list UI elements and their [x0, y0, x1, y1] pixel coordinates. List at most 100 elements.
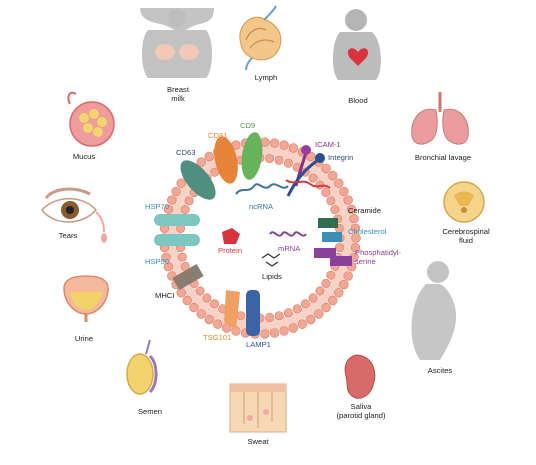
outer-lipid-head: [163, 204, 174, 215]
inner-lipid-head: [274, 155, 284, 165]
inner-lipid-head: [308, 173, 318, 183]
inner-lipid-head: [236, 311, 246, 321]
label-lymph: Lymph: [254, 73, 278, 82]
outer-lipid-head: [351, 233, 361, 243]
inner-lipid-head: [265, 154, 275, 164]
outer-lipid-head: [189, 302, 199, 313]
outer-lipid-head: [321, 163, 331, 174]
lipids-molecule: [261, 253, 281, 267]
label-sweat: Sweat: [247, 437, 269, 446]
label-mucus: Mucus: [72, 152, 96, 161]
label-bronchial-lavage: Bronchial lavage: [414, 153, 472, 162]
label-mhci: MHCI: [155, 291, 175, 300]
bladder-icon: [63, 275, 109, 322]
mhci-protein: [172, 263, 204, 291]
outer-lipid-head: [279, 326, 289, 336]
outer-lipid-head: [350, 223, 361, 234]
inner-lipid-head: [195, 286, 205, 296]
inner-lipid-head: [300, 299, 310, 309]
inner-lipid-head: [315, 286, 325, 296]
testis-icon: [126, 339, 158, 395]
outer-lipid-head: [204, 151, 214, 162]
outer-lipid-head: [269, 138, 280, 148]
cd63-protein: [180, 160, 216, 200]
label-mrna: mRNA: [278, 244, 301, 253]
lymph-node-icon: [239, 5, 282, 71]
outer-lipid-head: [163, 262, 174, 272]
outer-lipid-head: [306, 314, 316, 325]
outer-lipid-head: [288, 143, 298, 153]
cd81-protein: [214, 136, 238, 184]
outer-lipid-head: [339, 186, 349, 197]
label-phosphatidylserine: Phosphatidyl-serine: [355, 248, 402, 266]
label-cd63: CD63: [176, 148, 196, 157]
inner-lipid-head: [265, 312, 275, 322]
outer-lipid-head: [204, 314, 214, 325]
inner-lipid-head: [283, 308, 293, 318]
outer-lipid-head: [314, 309, 324, 319]
outer-lipid-head: [343, 271, 353, 281]
outer-lipid-head: [297, 319, 307, 329]
label-cd81: CD81: [208, 131, 228, 140]
label-saliva: Saliva(parotid gland): [336, 402, 386, 420]
outer-lipid-head: [213, 319, 223, 329]
inner-lipid-head: [326, 270, 336, 280]
outer-lipid-head: [328, 170, 338, 181]
outer-lipid-head: [171, 186, 181, 197]
label-protein: Protein: [218, 246, 243, 255]
label-urine: Urine: [74, 334, 94, 343]
outer-lipid-head: [161, 252, 171, 262]
extracellular-vesicle: [154, 132, 361, 339]
heart-torso-icon: [332, 9, 381, 80]
label-ascites: Ascites: [427, 366, 453, 375]
outer-lipid-head: [279, 140, 289, 150]
outer-lipid-head: [349, 214, 359, 224]
outer-lipid-head: [334, 288, 344, 298]
outer-lipid-head: [260, 329, 270, 339]
protein-molecule: [222, 228, 240, 244]
outer-lipid-head: [196, 309, 206, 319]
label-tsg101: TSG101: [203, 333, 232, 342]
inner-lipid-head: [321, 188, 331, 198]
outer-lipid-head: [176, 288, 186, 298]
label-semen: Semen: [137, 407, 163, 416]
female-torso-breast-icon: [140, 8, 214, 78]
skin-section-icon: [229, 383, 287, 433]
inner-lipid-head: [321, 278, 331, 288]
hsp70-protein: [154, 214, 200, 226]
outer-lipid-head: [306, 151, 316, 162]
label-cholesterol: Cholesterol: [348, 227, 387, 236]
spinal-cord-icon: [443, 181, 485, 223]
outer-lipid-head: [288, 323, 298, 333]
label-lamp1: LAMP1: [246, 340, 271, 349]
label-hsp70: HSP70: [145, 202, 170, 211]
inner-lipid-head: [184, 196, 194, 206]
inner-lipid-head: [274, 311, 284, 321]
inner-lipid-head: [334, 243, 344, 253]
outer-lipid-head: [350, 243, 361, 253]
inner-lipid-head: [210, 299, 220, 309]
inner-lipid-head: [180, 205, 190, 215]
label-cd9: CD9: [240, 121, 256, 130]
tsg101-protein: [224, 290, 240, 330]
lungs-icon: [411, 92, 469, 145]
integrin-protein: [286, 158, 319, 197]
label-ceramide: Ceramide: [348, 206, 381, 215]
label-tears: Tears: [58, 231, 78, 240]
inner-lipid-head: [177, 252, 187, 262]
outer-lipid-head: [269, 328, 280, 338]
outer-lipid-head: [334, 178, 344, 188]
mucus-gland-icon: [67, 91, 115, 147]
salivary-gland-icon: [344, 354, 376, 399]
inner-lipid-head: [308, 293, 318, 303]
lamp1-protein: [246, 290, 260, 336]
ncrna-molecule: [235, 183, 289, 195]
outer-lipid-head: [328, 295, 338, 306]
label-lipids: Lipids: [262, 272, 282, 281]
hsp90-protein: [154, 234, 200, 246]
mrna-molecule: [269, 231, 307, 237]
outer-lipid-head: [167, 195, 177, 205]
label-ncrna: ncRNA: [249, 202, 274, 211]
